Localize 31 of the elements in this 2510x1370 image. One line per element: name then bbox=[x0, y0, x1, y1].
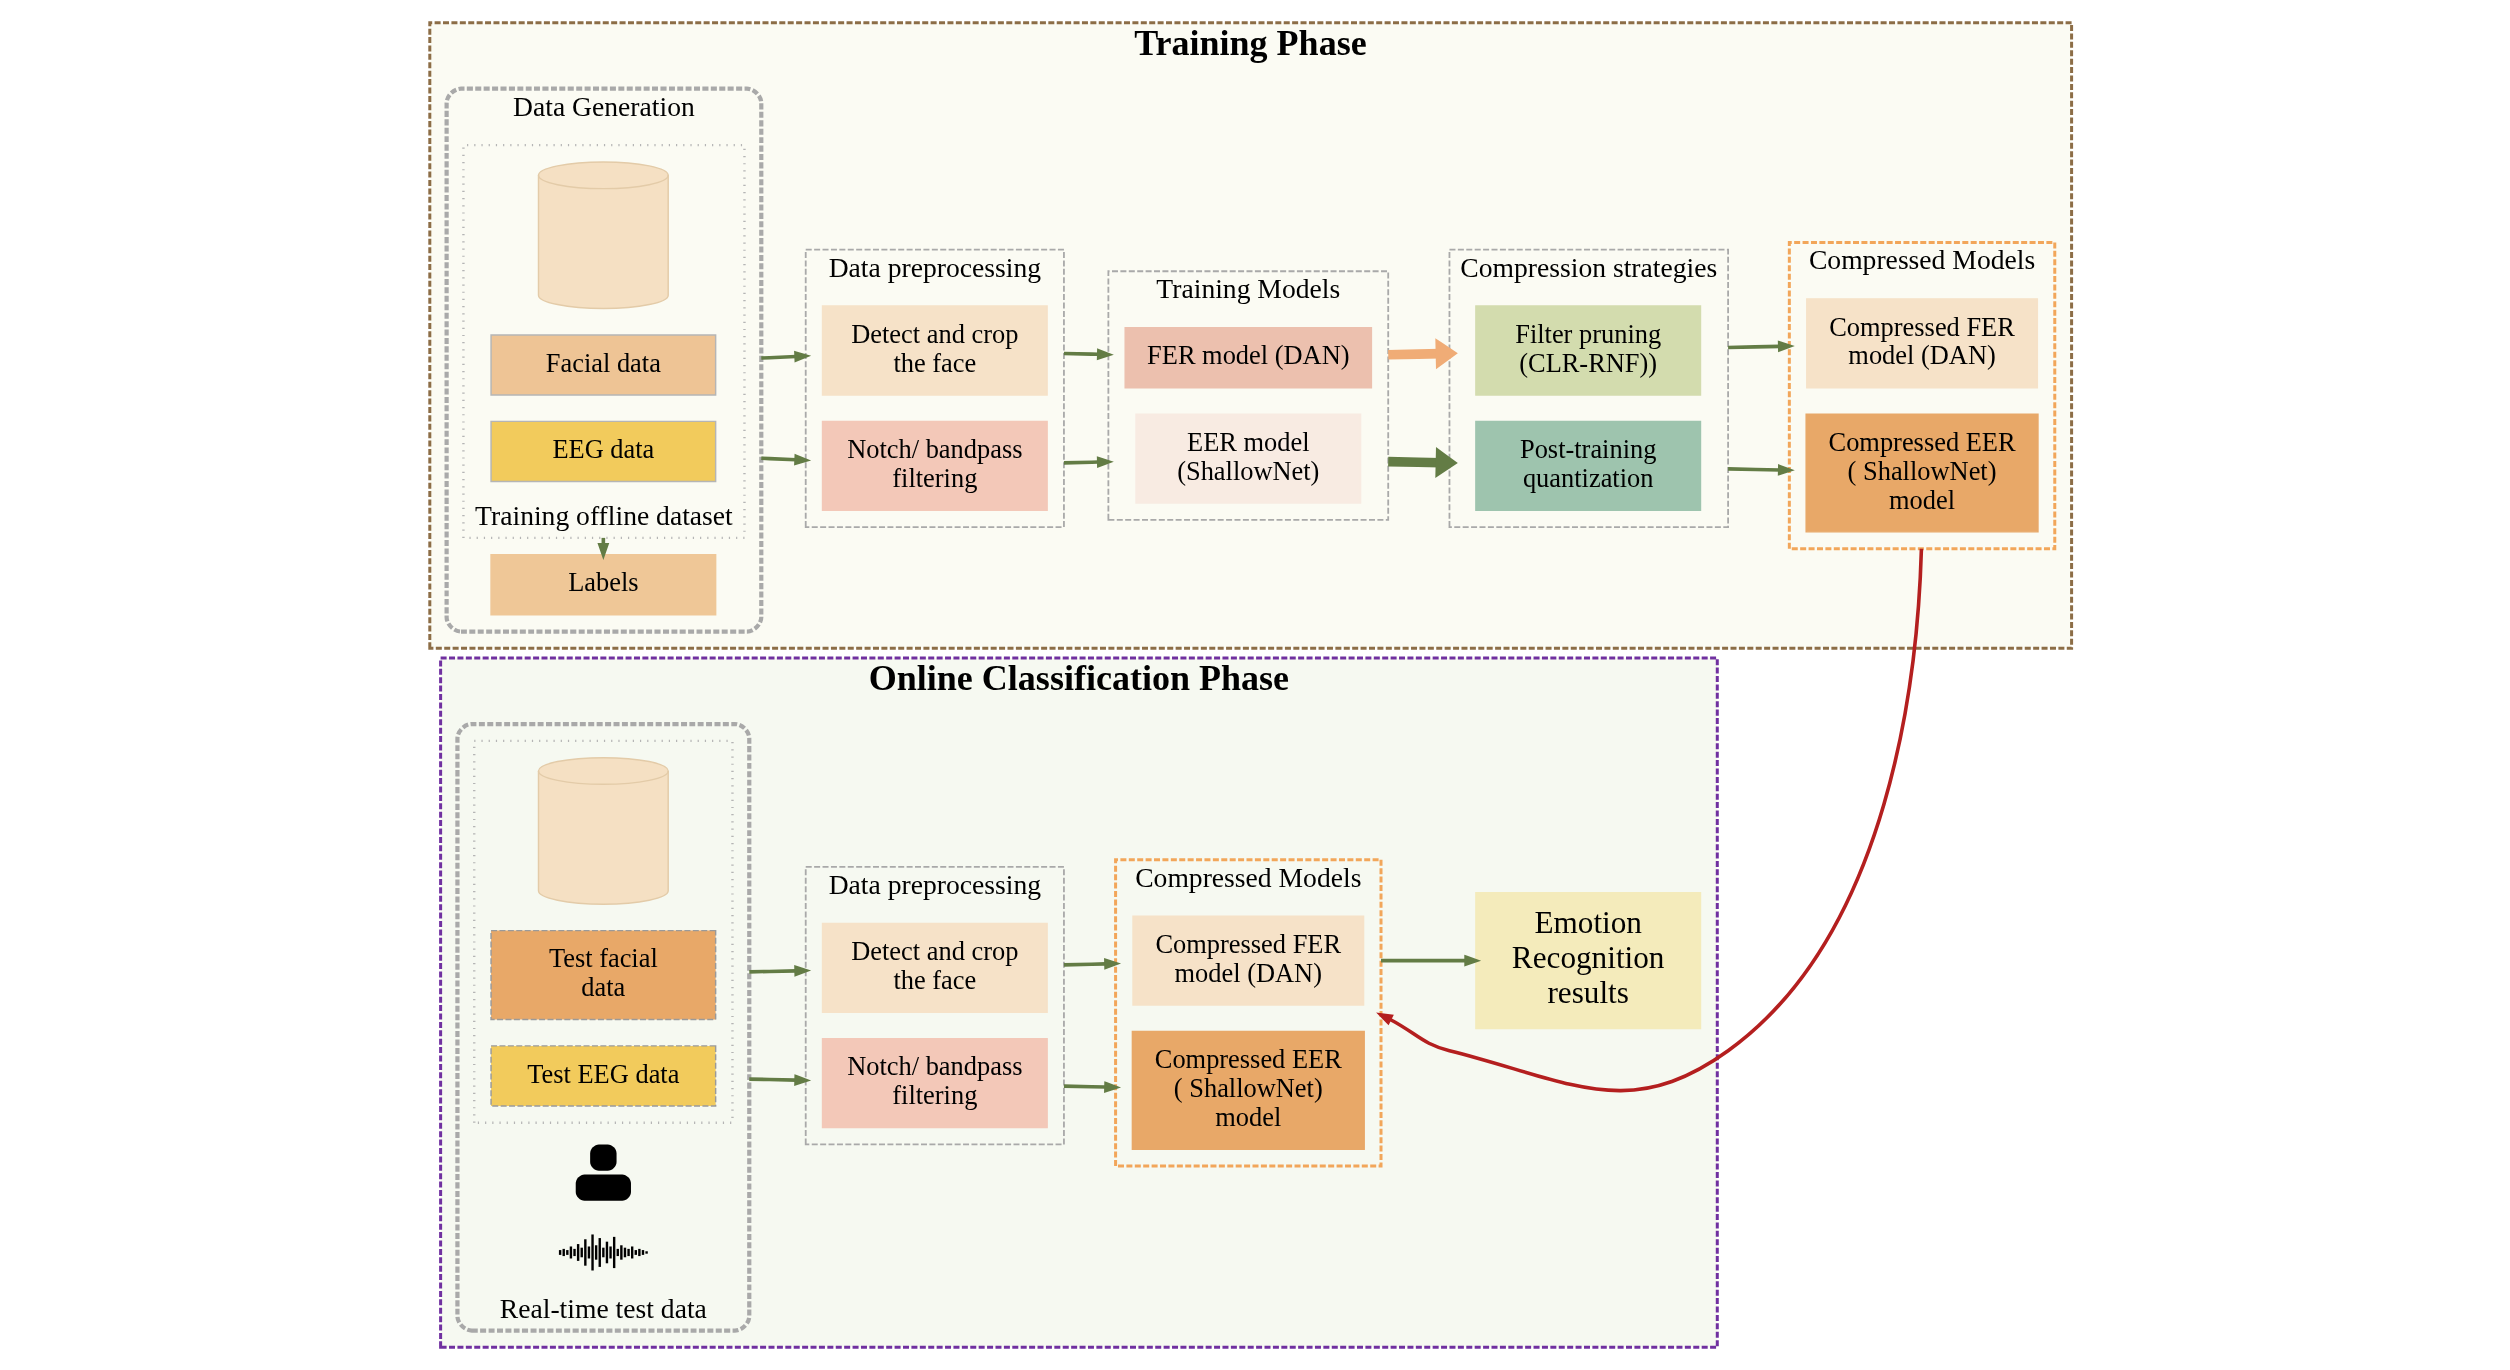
arrow bbox=[760, 453, 811, 466]
arrow bbox=[748, 965, 811, 977]
node-box: Compressed FER model (DAN) bbox=[1805, 298, 2038, 389]
node-box: Detect and crop the face bbox=[821, 305, 1048, 396]
node-box: FER model (DAN) bbox=[1123, 326, 1372, 389]
arrow bbox=[1387, 338, 1458, 370]
node-box: Notch/ bandpass filtering bbox=[821, 1038, 1048, 1129]
node-box: Facial data bbox=[489, 334, 716, 396]
arrow bbox=[1727, 464, 1795, 476]
node-box: Compressed FER model (DAN) bbox=[1131, 915, 1364, 1006]
arrow bbox=[760, 350, 811, 363]
arrow bbox=[1380, 954, 1481, 967]
node-box: Post-training quantization bbox=[1474, 420, 1701, 511]
node-box: Labels bbox=[489, 553, 716, 616]
arrow bbox=[1727, 340, 1795, 353]
node-box: Compressed EER ( ShallowNet) model bbox=[1804, 413, 2039, 533]
node-box: EEG data bbox=[489, 420, 716, 483]
arrow bbox=[1387, 447, 1458, 479]
node-box: Test facial data bbox=[489, 929, 716, 1021]
node-box: Filter pruning (CLR-RNF)) bbox=[1474, 305, 1701, 396]
arrow bbox=[1063, 456, 1114, 468]
node-box: Emotion Recognition results bbox=[1474, 892, 1701, 1030]
arrow bbox=[1063, 958, 1121, 970]
node-box: Detect and crop the face bbox=[821, 922, 1048, 1013]
arrow bbox=[1375, 548, 1923, 1093]
node-box: Notch/ bandpass filtering bbox=[821, 420, 1048, 511]
node-box: Compressed EER ( ShallowNet) model bbox=[1131, 1030, 1365, 1150]
arrow bbox=[1063, 348, 1114, 361]
arrow bbox=[748, 1074, 811, 1086]
node-box: Test EEG data bbox=[489, 1045, 716, 1107]
arrow bbox=[1063, 1081, 1121, 1093]
